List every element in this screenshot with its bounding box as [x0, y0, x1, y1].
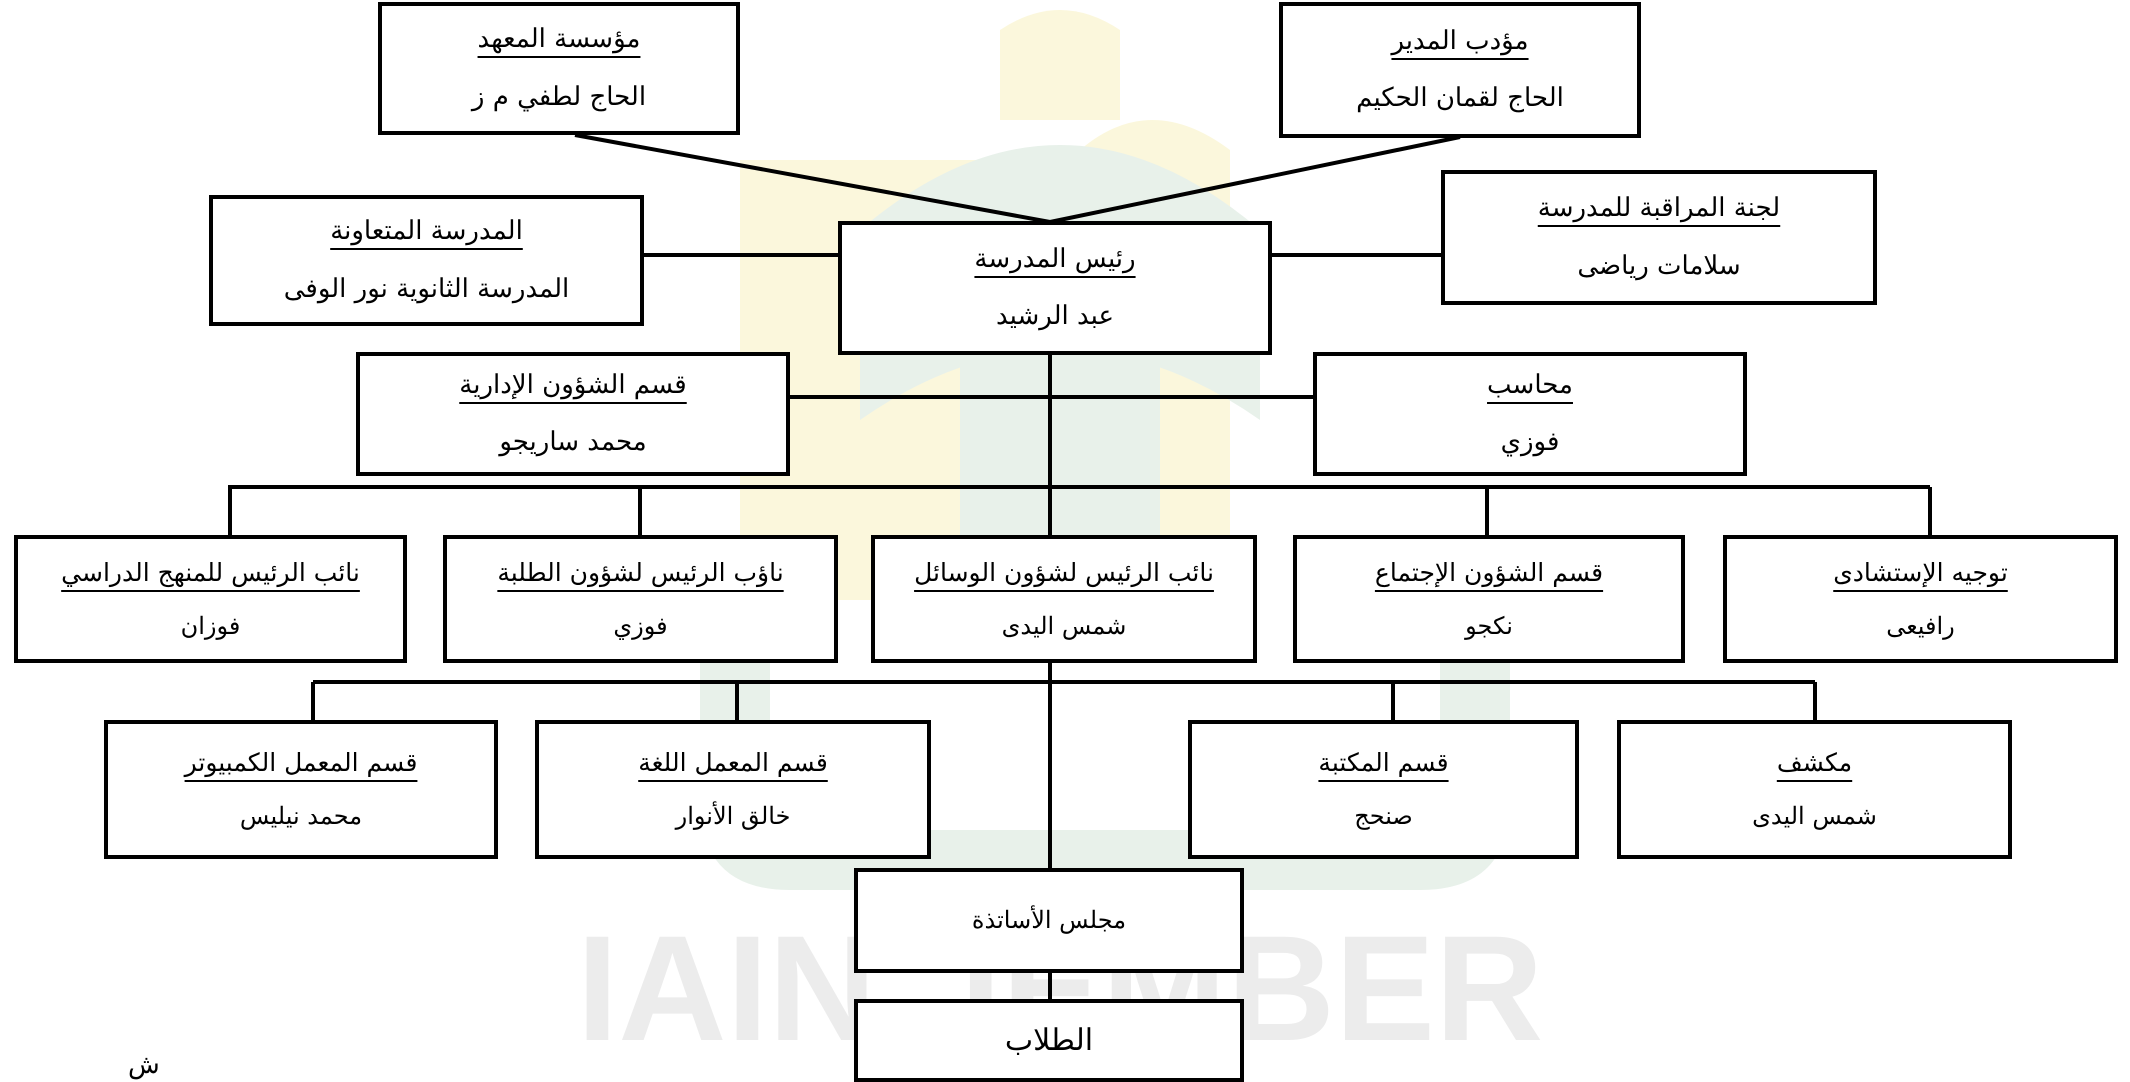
- node-person: صنحج: [1354, 802, 1413, 831]
- node-title: لجنة المراقبة للمدرسة: [1537, 193, 1781, 224]
- node-person: فوزي: [1500, 427, 1560, 457]
- node-title: قسم المعمل الكمبيوتر: [184, 748, 418, 778]
- node-person: الحاج لطفي م ز: [471, 81, 647, 112]
- node-title: توجيه الإستشادى: [1833, 557, 2008, 587]
- node-person: فوزان: [180, 611, 241, 640]
- node-person: شمس اليدى: [1001, 611, 1127, 640]
- node-title: الطلاب: [1004, 1022, 1094, 1058]
- node-language-lab: قسم المعمل اللغة خالق الأنوار: [535, 720, 931, 859]
- node-title: محاسب: [1487, 369, 1573, 400]
- node-title: مكشف: [1776, 748, 1853, 778]
- node-title: مؤدب المدير: [1391, 25, 1529, 56]
- node-vp-student-affairs: ناؤب الرئيس لشؤون الطلبة فوزي: [443, 535, 838, 663]
- node-vp-curriculum: نائب الرئيس للمنهج الدراسي فوزان: [14, 535, 407, 663]
- node-cooperating-school: المدرسة المتعاونة المدرسة الثانوية نور ا…: [209, 195, 644, 326]
- node-title: نائب الرئيس للمنهج الدراسي: [61, 557, 360, 587]
- node-person: سلامات رياضى: [1577, 250, 1741, 281]
- node-title: قسم الشؤون الإجتماع: [1374, 557, 1604, 587]
- node-accountant: محاسب فوزي: [1313, 352, 1747, 476]
- node-title: قسم الشؤون الإدارية: [459, 369, 687, 400]
- node-computer-lab: قسم المعمل الكمبيوتر محمد نيليس: [104, 720, 498, 859]
- node-institute-foundation: مؤسسة المعهد الحاج لطفي م ز: [378, 2, 740, 135]
- node-title: مجلس الأساتذة: [971, 906, 1127, 935]
- node-title: نائب الرئيس لشؤون الوسائل: [914, 557, 1214, 587]
- node-title: المدرسة المتعاونة: [330, 216, 523, 247]
- node-person: محمد نيليس: [239, 802, 363, 831]
- node-person: رافيعى: [1886, 611, 1955, 640]
- node-counseling: توجيه الإستشادى رافيعى: [1723, 535, 2118, 663]
- node-supervisory-committee: لجنة المراقبة للمدرسة سلامات رياضى: [1441, 170, 1877, 305]
- node-director-mentor: مؤدب المدير الحاج لقمان الحكيم: [1279, 2, 1641, 138]
- node-library: قسم المكتبة صنحج: [1188, 720, 1579, 859]
- node-person: محمد ساريجو: [499, 427, 647, 457]
- node-teachers-council: مجلس الأساتذة: [854, 868, 1244, 973]
- node-person: شمس اليدى: [1752, 802, 1877, 831]
- node-title: رئيس المدرسة: [974, 243, 1136, 274]
- node-school-principal: رئيس المدرسة عبد الرشيد: [838, 221, 1272, 355]
- node-person: نكجو: [1465, 611, 1513, 640]
- stray-glyph: ش: [128, 1050, 160, 1080]
- node-vp-facilities: نائب الرئيس لشؤون الوسائل شمس اليدى: [871, 535, 1257, 663]
- node-person: المدرسة الثانوية نور الوفى: [283, 273, 570, 304]
- node-administrative-affairs: قسم الشؤون الإدارية محمد ساريجو: [356, 352, 790, 476]
- node-title: ناؤب الرئيس لشؤون الطلبة: [497, 557, 784, 587]
- node-person: الحاج لقمان الحكيم: [1356, 83, 1564, 113]
- node-person: فوزي: [613, 611, 668, 640]
- node-title: مؤسسة المعهد: [477, 24, 641, 55]
- node-title: قسم المكتبة: [1318, 748, 1449, 778]
- node-scouts: مكشف شمس اليدى: [1617, 720, 2012, 859]
- node-students: الطلاب: [854, 999, 1244, 1082]
- node-social-affairs: قسم الشؤون الإجتماع نكجو: [1293, 535, 1685, 663]
- node-person: خالق الأنوار: [675, 802, 791, 831]
- node-title: قسم المعمل اللغة: [638, 748, 828, 778]
- node-person: عبد الرشيد: [995, 301, 1115, 331]
